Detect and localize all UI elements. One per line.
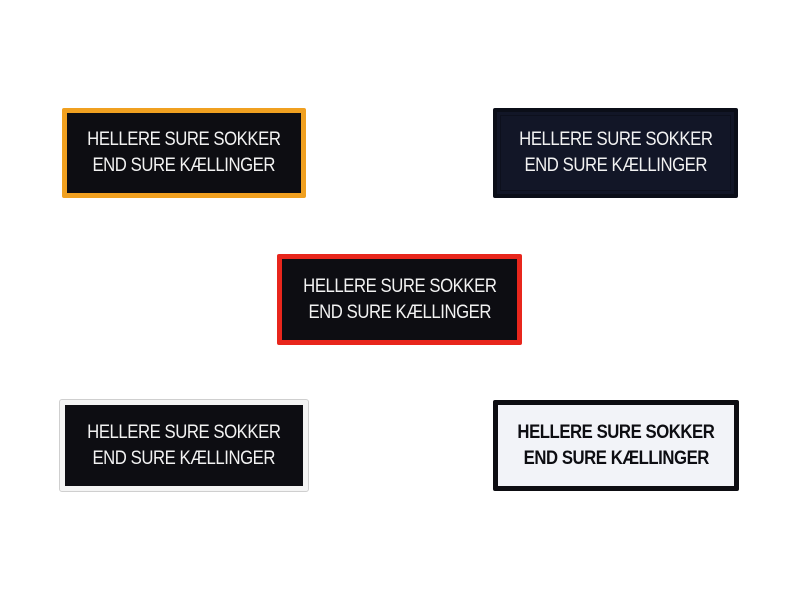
patch-orange-border: HELLERE SURE SOKKER END SURE KÆLLINGER [62, 108, 306, 198]
patch-text-line-1: HELLERE SURE SOKKER [517, 421, 715, 443]
patch-white-border: HELLERE SURE SOKKER END SURE KÆLLINGER [59, 399, 309, 492]
patch-text-line-2: END SURE KÆLLINGER [92, 447, 276, 469]
patch-text-line-2: END SURE KÆLLINGER [92, 155, 276, 176]
patch-white-background: HELLERE SURE SOKKER END SURE KÆLLINGER [493, 400, 739, 491]
patch-red-border: HELLERE SURE SOKKER END SURE KÆLLINGER [277, 254, 522, 345]
patch-text-line-2: END SURE KÆLLINGER [523, 447, 709, 469]
patch-text-line-1: HELLERE SURE SOKKER [302, 275, 497, 297]
patch-text-line-2: END SURE KÆLLINGER [308, 301, 491, 323]
patch-navy: HELLERE SURE SOKKER END SURE KÆLLINGER [493, 108, 738, 198]
patch-text-line-2: END SURE KÆLLINGER [524, 155, 707, 176]
patch-text-line-1: HELLERE SURE SOKKER [518, 129, 713, 150]
patch-text-line-1: HELLERE SURE SOKKER [87, 421, 281, 443]
patch-text-line-1: HELLERE SURE SOKKER [87, 129, 281, 150]
